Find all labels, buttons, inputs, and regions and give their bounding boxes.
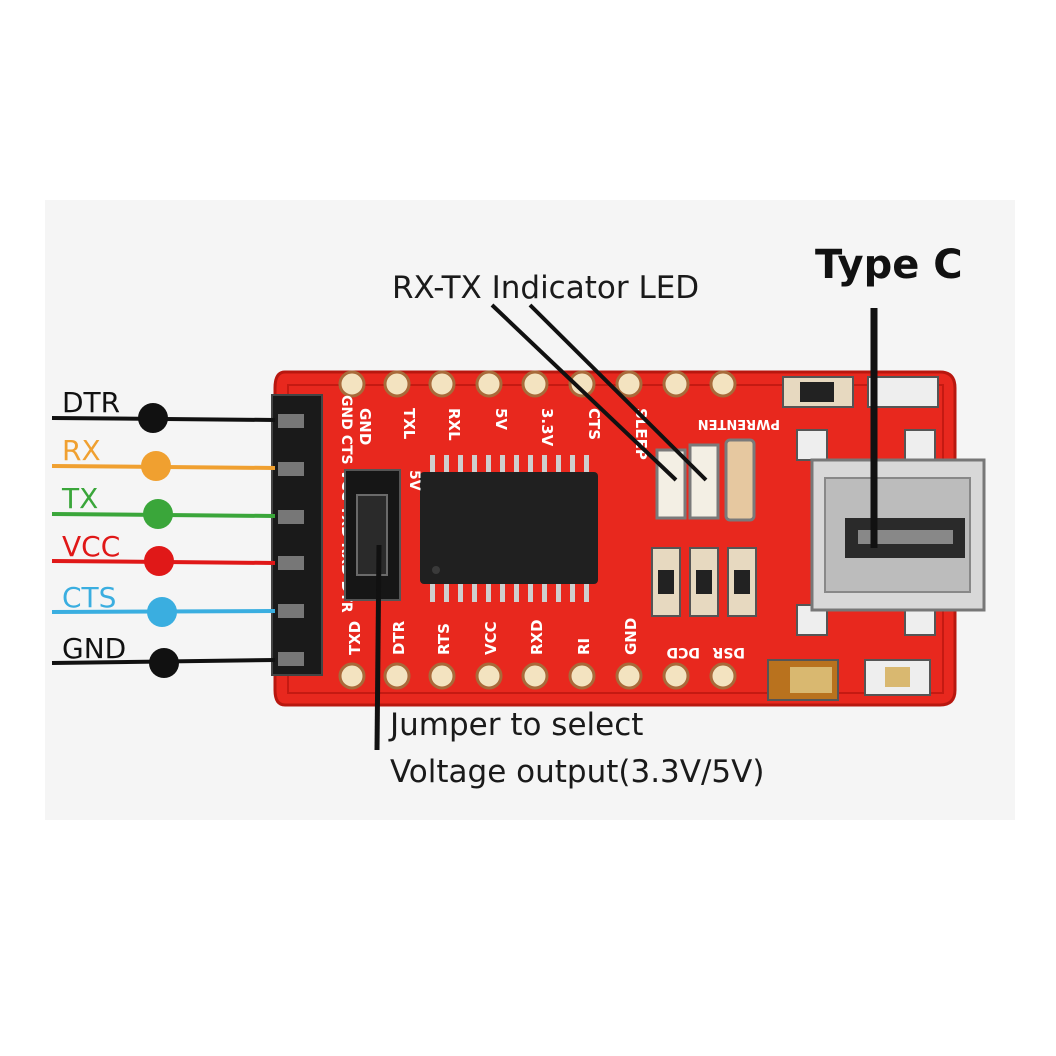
silk-top-4: 3.3V bbox=[538, 408, 556, 447]
usb-callout: Type C bbox=[815, 242, 963, 548]
silk-top-5: CTS bbox=[585, 408, 603, 440]
silk-top-0: GND bbox=[356, 408, 374, 445]
pin-header bbox=[271, 394, 323, 676]
cts-dot bbox=[147, 597, 177, 627]
usb-callout-label: Type C bbox=[815, 242, 963, 288]
silkscreen-bottom-labels: TXD DTR RTS VCC RXD RI GND DCD DSR bbox=[346, 618, 745, 660]
silk-bottom-5: RI bbox=[575, 638, 593, 655]
jumper-callout: Jumper to select Voltage output(3.3V/5V) bbox=[374, 544, 764, 790]
rx-tx-leds bbox=[655, 438, 756, 522]
led-callout: RX-TX Indicator LED bbox=[392, 270, 708, 482]
tx-dot bbox=[143, 499, 173, 529]
pin-labels: DTR RX TX VCC CTS GND bbox=[61, 386, 126, 665]
top-pin-pads bbox=[338, 370, 737, 398]
pin-label-rx: RX bbox=[62, 434, 101, 467]
pin-label-vcc: VCC bbox=[62, 530, 120, 563]
silk-bottom-0: TXD bbox=[346, 621, 364, 655]
silk-top-1: TXL bbox=[400, 408, 418, 440]
jumper-pointer-line bbox=[374, 544, 382, 751]
bottom-pin-pads bbox=[338, 662, 737, 690]
rx-dot bbox=[141, 451, 171, 481]
ftdi-ic-chip bbox=[420, 455, 598, 602]
silk-bottom-6: GND bbox=[622, 618, 640, 655]
silk-bottom-1: DTR bbox=[390, 620, 408, 655]
silk-top-3: 5V bbox=[492, 408, 510, 430]
silk-bottom-2: RTS bbox=[435, 623, 453, 655]
usb-connector bbox=[810, 458, 986, 612]
silk-bottom-4: RXD bbox=[528, 619, 546, 655]
led-pointer-line-1 bbox=[490, 303, 678, 482]
pin-label-gnd: GND bbox=[62, 632, 126, 665]
voltage-jumper: 5V bbox=[344, 469, 422, 601]
led-pointer-line-2 bbox=[528, 303, 708, 482]
silk-top-2: RXL bbox=[445, 408, 463, 441]
silk-bottom-8: DSR bbox=[712, 644, 745, 660]
silk-top-7: PWRENTEN bbox=[698, 416, 780, 431]
jumper-callout-line1: Jumper to select bbox=[388, 707, 643, 743]
gnd-dot bbox=[149, 648, 179, 678]
pin-label-dtr: DTR bbox=[62, 386, 120, 419]
silk-bottom-3: VCC bbox=[482, 621, 500, 655]
silk-bottom-7: DCD bbox=[666, 644, 700, 660]
vcc-dot bbox=[144, 546, 174, 576]
pin-wires bbox=[51, 403, 276, 678]
jumper-callout-line2: Voltage output(3.3V/5V) bbox=[390, 754, 764, 790]
silkscreen-top-labels: GND TXL RXL 5V 3.3V CTS SLEEP PWRENTEN bbox=[356, 408, 780, 460]
pin-label-cts: CTS bbox=[62, 581, 116, 614]
led-callout-label: RX-TX Indicator LED bbox=[392, 270, 699, 306]
dtr-dot bbox=[138, 403, 168, 433]
silk-jumper-5v: 5V bbox=[406, 470, 422, 491]
pin-label-tx: TX bbox=[61, 482, 98, 515]
